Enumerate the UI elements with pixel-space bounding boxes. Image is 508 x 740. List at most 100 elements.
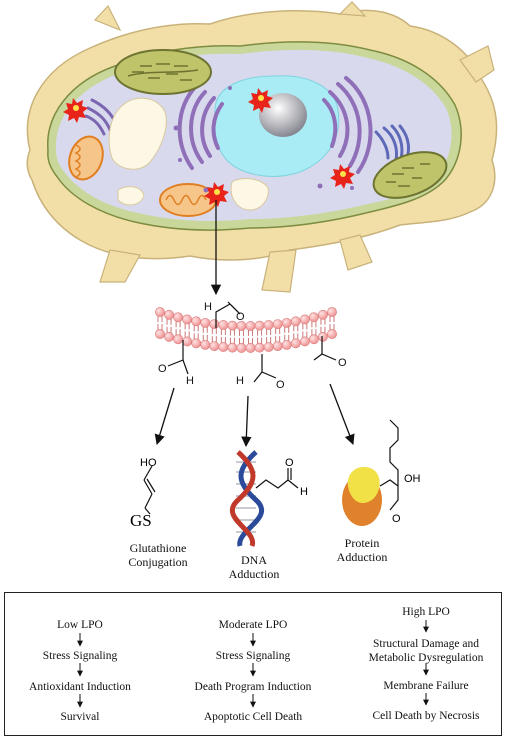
lipid-head	[155, 329, 165, 339]
lipid-head	[290, 316, 301, 327]
lipid-head	[218, 342, 229, 352]
wall-extension	[99, 249, 141, 283]
o-label: O	[392, 513, 401, 525]
lipid-head	[290, 338, 301, 349]
dna-double-helix	[229, 450, 265, 547]
lipid-head	[164, 331, 174, 342]
outcome-line: Adduction	[228, 567, 280, 581]
step-survival: Survival	[60, 711, 100, 723]
low-lpo-column: Low LPO Stress Signaling Antioxidant Ind…	[5, 593, 155, 737]
chloroplast	[372, 151, 448, 199]
lpo-outcome-summary-box: Low LPO Stress Signaling Antioxidant Ind…	[4, 592, 502, 736]
outcome-line: Protein	[344, 536, 380, 550]
lipid-head	[182, 336, 193, 347]
lipid-head	[327, 307, 337, 317]
lipid-head	[281, 317, 292, 328]
lipid-head	[209, 319, 220, 329]
lipid-head	[254, 320, 265, 331]
outcome-protein-label: Protein Adduction	[322, 536, 402, 564]
lipid-head	[245, 321, 256, 331]
step-cell-death-by-necrosis: Cell Death by Necrosis	[372, 710, 480, 722]
plant-cell	[26, 1, 498, 293]
lipid-head	[164, 309, 174, 320]
vacuole	[117, 186, 145, 206]
lipid-head	[318, 309, 328, 320]
glutathione-structure	[143, 465, 156, 515]
step-stress-signaling: Stress Signaling	[215, 650, 291, 662]
aldehyde-groups	[167, 301, 337, 383]
step-antioxidant-induction: Antioxidant Induction	[29, 681, 131, 693]
summary-arrows	[77, 620, 429, 708]
aldehyde-atom-labels: H O O H H O O	[158, 301, 347, 391]
outcome-line: Glutathione	[129, 541, 187, 555]
mitochondrion	[68, 135, 104, 181]
h-label: H	[236, 375, 244, 387]
outcome-line: DNA	[241, 553, 267, 567]
h-label: H	[300, 486, 308, 498]
lipid-head	[218, 320, 229, 330]
ros-burst	[248, 88, 273, 113]
dna-aldehyde-chain	[255, 468, 299, 489]
gs-label: GS	[130, 511, 152, 530]
lipid-head	[191, 338, 202, 349]
arrow-to-protein	[329, 383, 355, 445]
step-apoptotic-cell-death: Apoptotic Cell Death	[203, 711, 303, 723]
high-lpo-column: High LPO Structural Damage and Metabolic…	[346, 593, 506, 737]
protein-adduct-chain	[379, 419, 399, 511]
lipid-head	[299, 336, 310, 347]
lipid-head	[236, 343, 247, 353]
lipid-head	[209, 341, 220, 351]
arrow-to-glutathione	[154, 387, 175, 445]
lipid-head	[200, 339, 211, 350]
lipid-head	[263, 342, 274, 352]
lipid-head	[227, 342, 238, 353]
step-death-program-induction: Death Program Induction	[194, 681, 312, 693]
wall-extension	[93, 4, 122, 32]
outcome-line: Conjugation	[128, 555, 188, 569]
wall-extension	[261, 249, 297, 293]
wall-extension	[459, 45, 495, 83]
lipid-head	[173, 334, 184, 345]
lipid-head	[327, 329, 337, 339]
vacuole	[108, 97, 167, 170]
step-structural-damage: Structural Damage and	[372, 638, 479, 650]
lipid-head	[308, 312, 319, 323]
h-label: H	[204, 301, 212, 313]
ribosome-dots	[173, 86, 354, 193]
lipid-head	[254, 342, 265, 353]
lipid-head	[281, 339, 292, 350]
h-label: H	[186, 375, 194, 387]
lipid-head	[173, 312, 184, 323]
vacuole	[230, 178, 269, 211]
outcome-glutathione-label: Glutathione Conjugation	[118, 541, 198, 569]
lipid-head	[200, 317, 211, 328]
lipid-head	[318, 331, 328, 342]
o-label: O	[338, 357, 347, 369]
outcome-line: Adduction	[336, 550, 388, 564]
o-label: O	[158, 363, 167, 375]
lipid-head	[272, 319, 283, 329]
lipid-bilayer-fragment	[155, 307, 337, 353]
arrow-to-dna	[241, 395, 252, 448]
wall-extension	[338, 1, 367, 17]
o-label: O	[236, 311, 245, 323]
oh-label: OH	[404, 473, 421, 485]
lipid-head	[155, 307, 165, 317]
step-membrane-failure: Membrane Failure	[383, 680, 469, 692]
lipid-head	[263, 320, 274, 330]
step-low-lpo: Low LPO	[57, 619, 103, 631]
nucleolus	[259, 93, 307, 137]
lipid-head	[272, 341, 283, 351]
step-stress-signaling: Stress Signaling	[42, 650, 118, 662]
o-label: O	[276, 379, 285, 391]
lipid-head	[308, 334, 319, 345]
lipid-head	[299, 314, 310, 325]
lipid-head	[191, 316, 202, 327]
ros-burst	[63, 98, 88, 123]
step-metabolic-dysregulation: Metabolic Dysregulation	[368, 652, 484, 664]
moderate-lpo-column: Moderate LPO Stress Signaling Death Prog…	[173, 593, 333, 737]
protein-blob	[342, 466, 382, 526]
ros-burst	[204, 182, 229, 207]
chloroplast	[114, 49, 212, 95]
